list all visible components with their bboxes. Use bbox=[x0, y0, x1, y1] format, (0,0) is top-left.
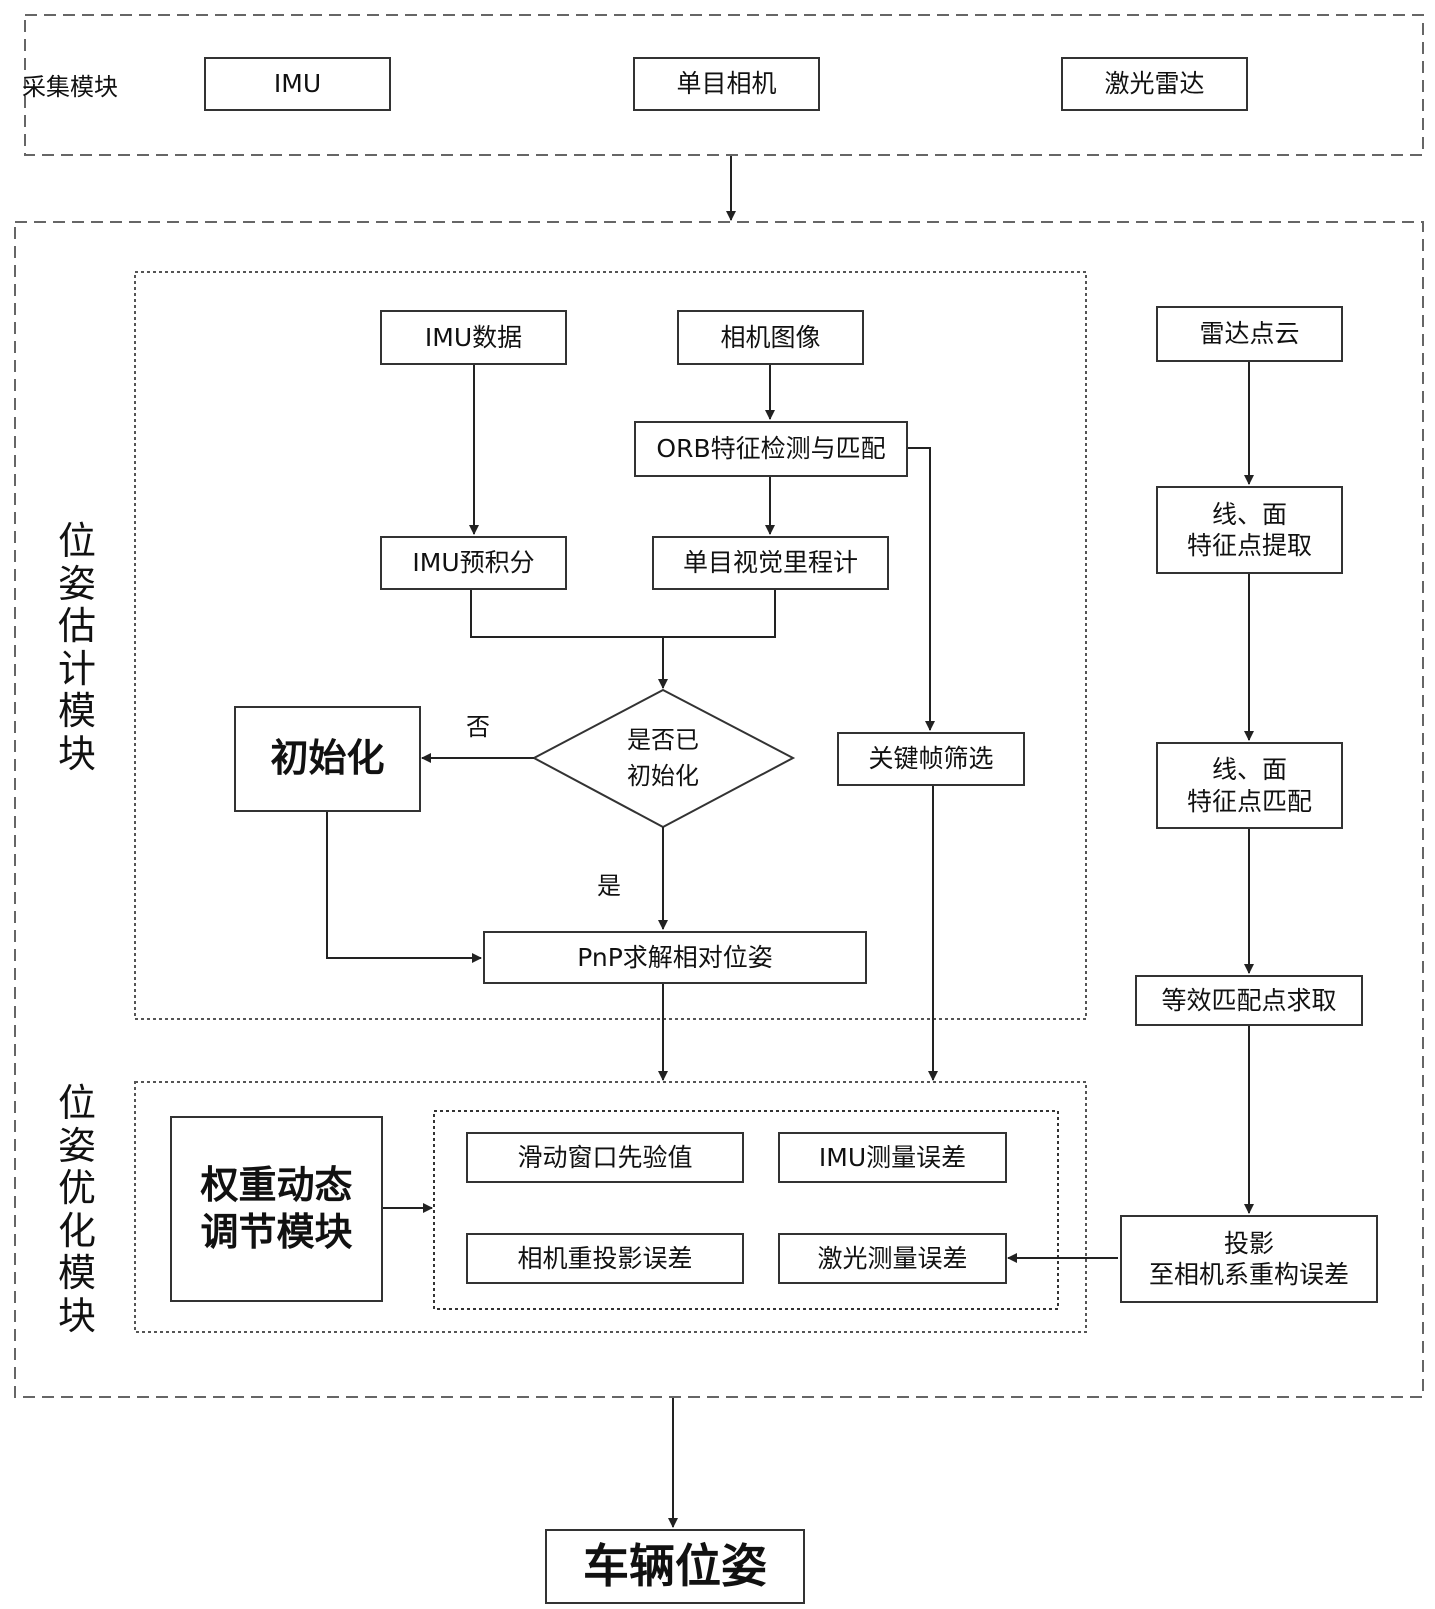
mono-camera-box: 单目相机 bbox=[633, 57, 820, 111]
acquisition-module-label: 采集模块 bbox=[22, 73, 118, 101]
pose-optimization-module-label: 位姿优化模块 bbox=[57, 1081, 96, 1338]
imu-preintegration-box: IMU预积分 bbox=[380, 536, 567, 590]
pose-estimation-module-label: 位姿估计模块 bbox=[57, 519, 96, 776]
error-terms-frame bbox=[433, 1110, 1059, 1310]
imu-measurement-error-box: IMU测量误差 bbox=[778, 1132, 1007, 1183]
yes-branch-label: 是 bbox=[597, 872, 621, 900]
sliding-window-prior-box: 滑动窗口先验值 bbox=[466, 1132, 744, 1183]
mono-visual-odometry-box: 单目视觉里程计 bbox=[652, 536, 889, 590]
laser-measurement-error-box: 激光测量误差 bbox=[778, 1233, 1007, 1284]
pnp-solve-box: PnP求解相对位姿 bbox=[483, 931, 867, 984]
acquisition-module-frame bbox=[24, 14, 1424, 156]
orb-feature-box: ORB特征检测与匹配 bbox=[634, 421, 908, 477]
initialization-box: 初始化 bbox=[234, 706, 421, 812]
imu-data-box: IMU数据 bbox=[380, 310, 567, 365]
no-branch-label: 否 bbox=[466, 713, 490, 741]
equivalent-match-points-box: 等效匹配点求取 bbox=[1135, 975, 1363, 1026]
lidar-point-cloud-box: 雷达点云 bbox=[1156, 306, 1343, 362]
pose-optimization-frame bbox=[134, 1081, 1087, 1333]
decision-text: 是否已 初始化 bbox=[627, 726, 699, 790]
line-plane-feature-extraction-box: 线、面 特征点提取 bbox=[1156, 486, 1343, 574]
pose-estimation-frame bbox=[134, 271, 1087, 1020]
weight-dynamic-adjustment-box: 权重动态 调节模块 bbox=[170, 1116, 383, 1302]
vehicle-pose-box: 车辆位姿 bbox=[545, 1529, 805, 1604]
outer-processing-frame bbox=[14, 221, 1424, 1398]
projection-error-box: 投影 至相机系重构误差 bbox=[1120, 1215, 1378, 1303]
keyframe-selection-box: 关键帧筛选 bbox=[837, 732, 1025, 786]
line-plane-feature-matching-box: 线、面 特征点匹配 bbox=[1156, 742, 1343, 829]
lidar-box: 激光雷达 bbox=[1061, 57, 1248, 111]
imu-sensor-box: IMU bbox=[204, 57, 391, 111]
camera-image-box: 相机图像 bbox=[677, 310, 864, 365]
camera-reprojection-error-box: 相机重投影误差 bbox=[466, 1233, 744, 1284]
